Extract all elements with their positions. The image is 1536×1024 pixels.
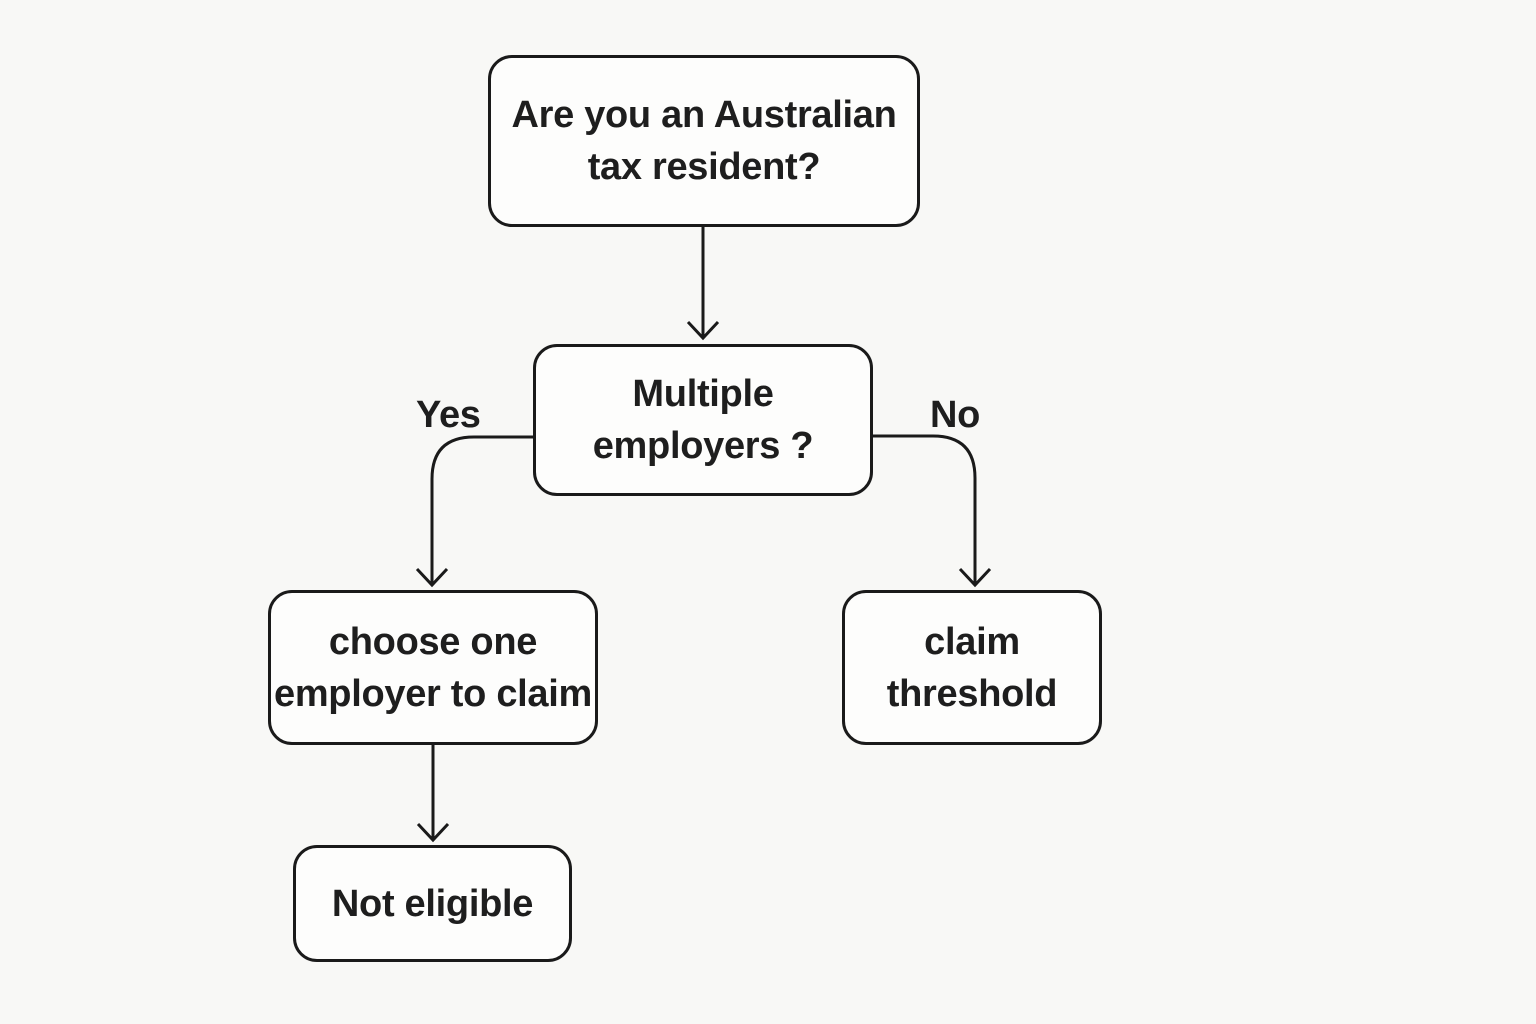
node-multiple-employers: Multiple employers ? [533, 344, 873, 496]
edge-label-yes: Yes [416, 394, 481, 436]
edge-yes-branch [415, 435, 533, 588]
node-australian-tax-resident: Are you an Australian tax resident? [488, 55, 920, 227]
node-not-eligible: Not eligible [293, 845, 572, 962]
edge-label-no: No [930, 394, 981, 436]
edge-choose-to-noteligible [416, 745, 450, 843]
node-choose-one-employer: choose one employer to claim [268, 590, 598, 745]
edge-no-branch [873, 434, 992, 588]
node-claim-threshold: claim threshold [842, 590, 1102, 745]
edge-resident-to-employers [686, 227, 720, 341]
